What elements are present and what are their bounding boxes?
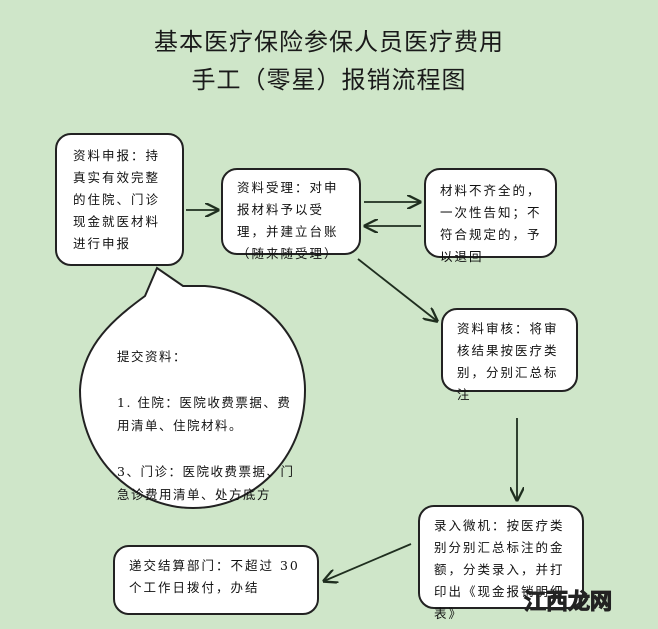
- watermark-part-2: 西: [546, 590, 569, 616]
- diagram-title-line-2: 手工（零星）报销流程图: [191, 66, 467, 94]
- step-submit-box: 资料申报：持真实有效完整的住院、门诊现金就医材料进行申报: [55, 133, 184, 266]
- speech-bubble-text: 提交资料： 1. 住院：医院收费票据、费用清单、住院材料。 3、门诊：医院收费票…: [117, 322, 297, 529]
- bubble-line-inpatient: 1. 住院：医院收费票据、费用清单、住院材料。: [117, 395, 292, 433]
- speech-bubble-shape: [78, 266, 307, 510]
- arrow-entry-to-settle: [324, 543, 412, 581]
- step-incomplete-box: 材料不齐全的，一次性告知；不符合规定的，予以退回: [424, 168, 557, 264]
- bubble-heading: 提交资料：: [117, 349, 188, 364]
- watermark-part-3: 龙网: [568, 590, 613, 616]
- step-settle-box: 递交结算部门：不超过 30 个工作日拨付，办结: [113, 545, 319, 615]
- step-entry-box: 录入微机：按医疗类别分别汇总标注的金额，分类录入，并打印出《现金报销明细表》: [418, 505, 584, 621]
- watermark-part-1: 江: [523, 590, 547, 616]
- bubble-line-outpatient: 3、门诊：医院收费票据、门急诊费用清单、处方底方: [117, 464, 295, 502]
- step-review-box: 资料审核：将审核结果按医疗类别，分别汇总标注: [441, 308, 578, 402]
- arrow-accept-to-review: [357, 258, 437, 321]
- watermark-logo: 江西龙网: [523, 584, 613, 616]
- step-accept-box: 资料受理：对申报材料予以受理，并建立台账（随来随受理）: [221, 168, 361, 261]
- diagram-title-line-1: 基本医疗保险参保人员医疗费用: [154, 28, 504, 56]
